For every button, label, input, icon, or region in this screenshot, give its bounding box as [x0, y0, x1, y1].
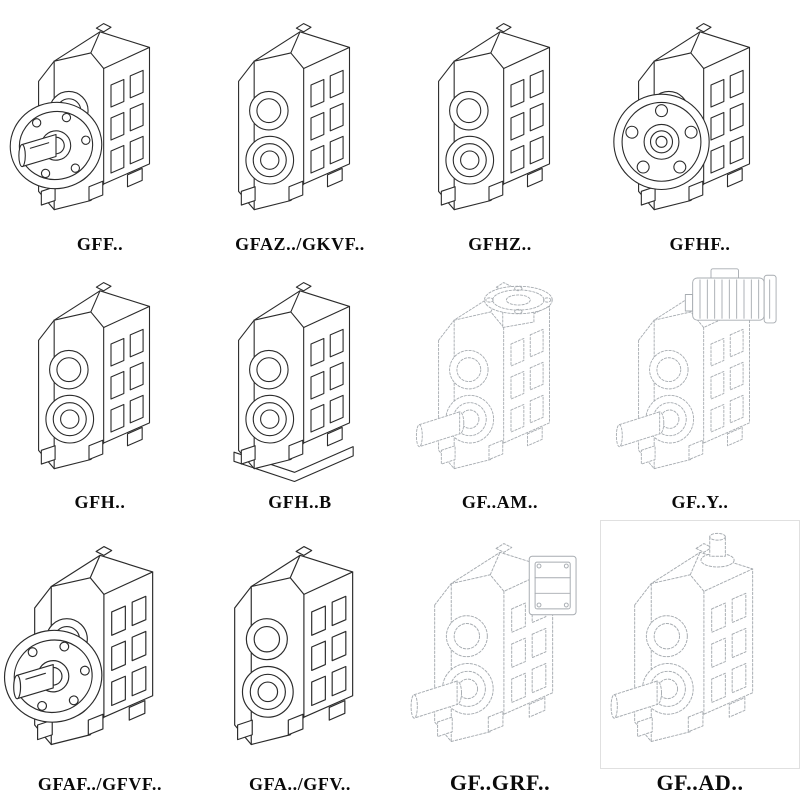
gearbox-flange-shaft-drawing: [2, 545, 154, 745]
model-label: GFA../GFV..: [249, 774, 351, 795]
model-label: GF..Y..: [671, 492, 729, 513]
model-label: GFHF..: [669, 234, 731, 255]
gearbox-top-flange-faint-drawing: [415, 281, 553, 469]
gearbox-hollow-bore-drawing: [438, 22, 551, 210]
catalog-cell-gfaz-gkvf: GFAZ../GKVF..: [200, 0, 400, 260]
figure-area: [400, 260, 600, 493]
figure-area: [400, 518, 600, 771]
catalog-cell-gf-y: GF..Y..: [600, 260, 800, 518]
catalog-cell-gf-grf: GF..GRF..: [400, 518, 600, 800]
catalog-cell-gf-am: GF..AM..: [400, 260, 600, 518]
figure-area: [200, 260, 400, 493]
gearbox-with-motor-faint-drawing: [615, 267, 777, 469]
figure-area: [0, 0, 200, 235]
catalog-cell-gf-ad: GF..AD..: [600, 518, 800, 800]
gearbox-hollow-bore-drawing: [234, 545, 354, 745]
model-label: GFAF../GFVF..: [37, 774, 163, 795]
model-label: GFF..: [76, 234, 124, 255]
model-label: GF..AD..: [656, 769, 744, 795]
catalog-cell-gfhf: GFHF..: [600, 0, 800, 260]
figure-area: [600, 0, 800, 235]
catalog-cell-gfhz: GFHZ..: [400, 0, 600, 260]
catalog-cell-gff: GFF..: [0, 0, 200, 260]
catalog-cell-gfh-b: GFH..B: [200, 260, 400, 518]
gearbox-input-shaft-faint-drawing: [610, 533, 754, 743]
figure-area: [200, 0, 400, 235]
figure-area: [0, 260, 200, 493]
figure-area: [400, 0, 600, 235]
figure-area: [600, 260, 800, 493]
model-label: GFH..B: [268, 492, 332, 513]
gearbox-hollow-bore-base-drawing: [233, 281, 354, 482]
gearbox-flange-shaft-drawing: [5, 22, 151, 210]
gearbox-hollow-bore-drawing: [238, 22, 351, 210]
figure-area: [0, 518, 200, 775]
model-label: GF..GRF..: [449, 769, 551, 795]
catalog-cell-gfaf-gfvf: GFAF../GFVF..: [0, 518, 200, 800]
model-label: GF..AM..: [461, 492, 539, 513]
figure-area: [600, 520, 800, 769]
gearbox-hollow-bore-drawing: [38, 281, 151, 469]
gearbox-flange-face-drawing: [613, 22, 751, 210]
model-label: GFHZ..: [468, 234, 532, 255]
gearbox-adapter-faint-drawing: [410, 543, 577, 743]
figure-area: [200, 518, 400, 775]
model-label: GFAZ../GKVF..: [235, 234, 365, 255]
catalog-cell-gfa-gfv: GFA../GFV..: [200, 518, 400, 800]
model-label: GFH..: [74, 492, 126, 513]
catalog-cell-gfh: GFH..: [0, 260, 200, 518]
